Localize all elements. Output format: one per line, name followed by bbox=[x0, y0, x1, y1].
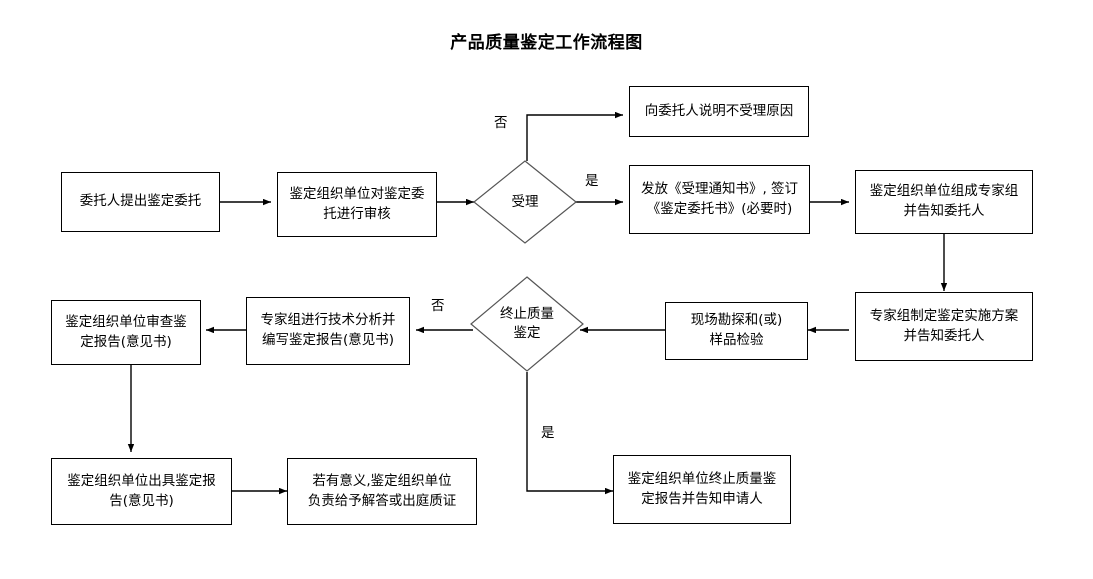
edge-label-no-accept: 否 bbox=[494, 115, 508, 131]
page-title: 产品质量鉴定工作流程图 bbox=[450, 33, 643, 53]
diamond-shape-accept bbox=[473, 160, 577, 244]
edge-label-yes-accept: 是 bbox=[585, 173, 599, 189]
decision-terminate-appraisal[interactable]: 终止质量 鉴定 bbox=[470, 276, 584, 372]
node-technical-analysis-report[interactable]: 专家组进行技术分析并 编写鉴定报告(意见书) bbox=[246, 297, 410, 365]
node-review-report[interactable]: 鉴定组织单位审查鉴 定报告(意见书) bbox=[51, 300, 201, 365]
diamond-shape-terminate bbox=[470, 276, 584, 372]
edge-label-yes-terminate: 是 bbox=[541, 425, 555, 441]
edge-d1-n3 bbox=[526, 111, 623, 161]
node-terminate-report-notify[interactable]: 鉴定组织单位终止质量鉴 定报告并告知申请人 bbox=[613, 455, 791, 524]
node-explain-or-testify[interactable]: 若有意义,鉴定组织单位 负责给予解答或出庭质证 bbox=[287, 458, 477, 525]
edge-label-no-terminate: 否 bbox=[431, 298, 445, 314]
node-issue-report[interactable]: 鉴定组织单位出具鉴定报 告(意见书) bbox=[51, 458, 232, 525]
decision-accept-case[interactable]: 受理 bbox=[473, 160, 577, 244]
node-issue-acceptance-notice[interactable]: 发放《受理通知书》, 签订 《鉴定委托书》(必要时) bbox=[629, 165, 810, 234]
decision-terminate-label: 终止质量 鉴定 bbox=[500, 306, 554, 341]
node-site-survey-sample-test[interactable]: 现场勘探和(或) 样品检验 bbox=[665, 302, 808, 360]
node-expert-plan[interactable]: 专家组制定鉴定实施方案 并告知委托人 bbox=[855, 292, 1033, 361]
edge-d2-n12 bbox=[526, 372, 613, 495]
node-entrust-request[interactable]: 委托人提出鉴定委托 bbox=[61, 172, 220, 232]
decision-accept-label: 受理 bbox=[511, 193, 539, 210]
node-form-expert-group[interactable]: 鉴定组织单位组成专家组 并告知委托人 bbox=[855, 170, 1033, 234]
node-review-entrustment[interactable]: 鉴定组织单位对鉴定委 托进行审核 bbox=[277, 172, 437, 237]
node-explain-rejection[interactable]: 向委托人说明不受理原因 bbox=[629, 86, 809, 137]
